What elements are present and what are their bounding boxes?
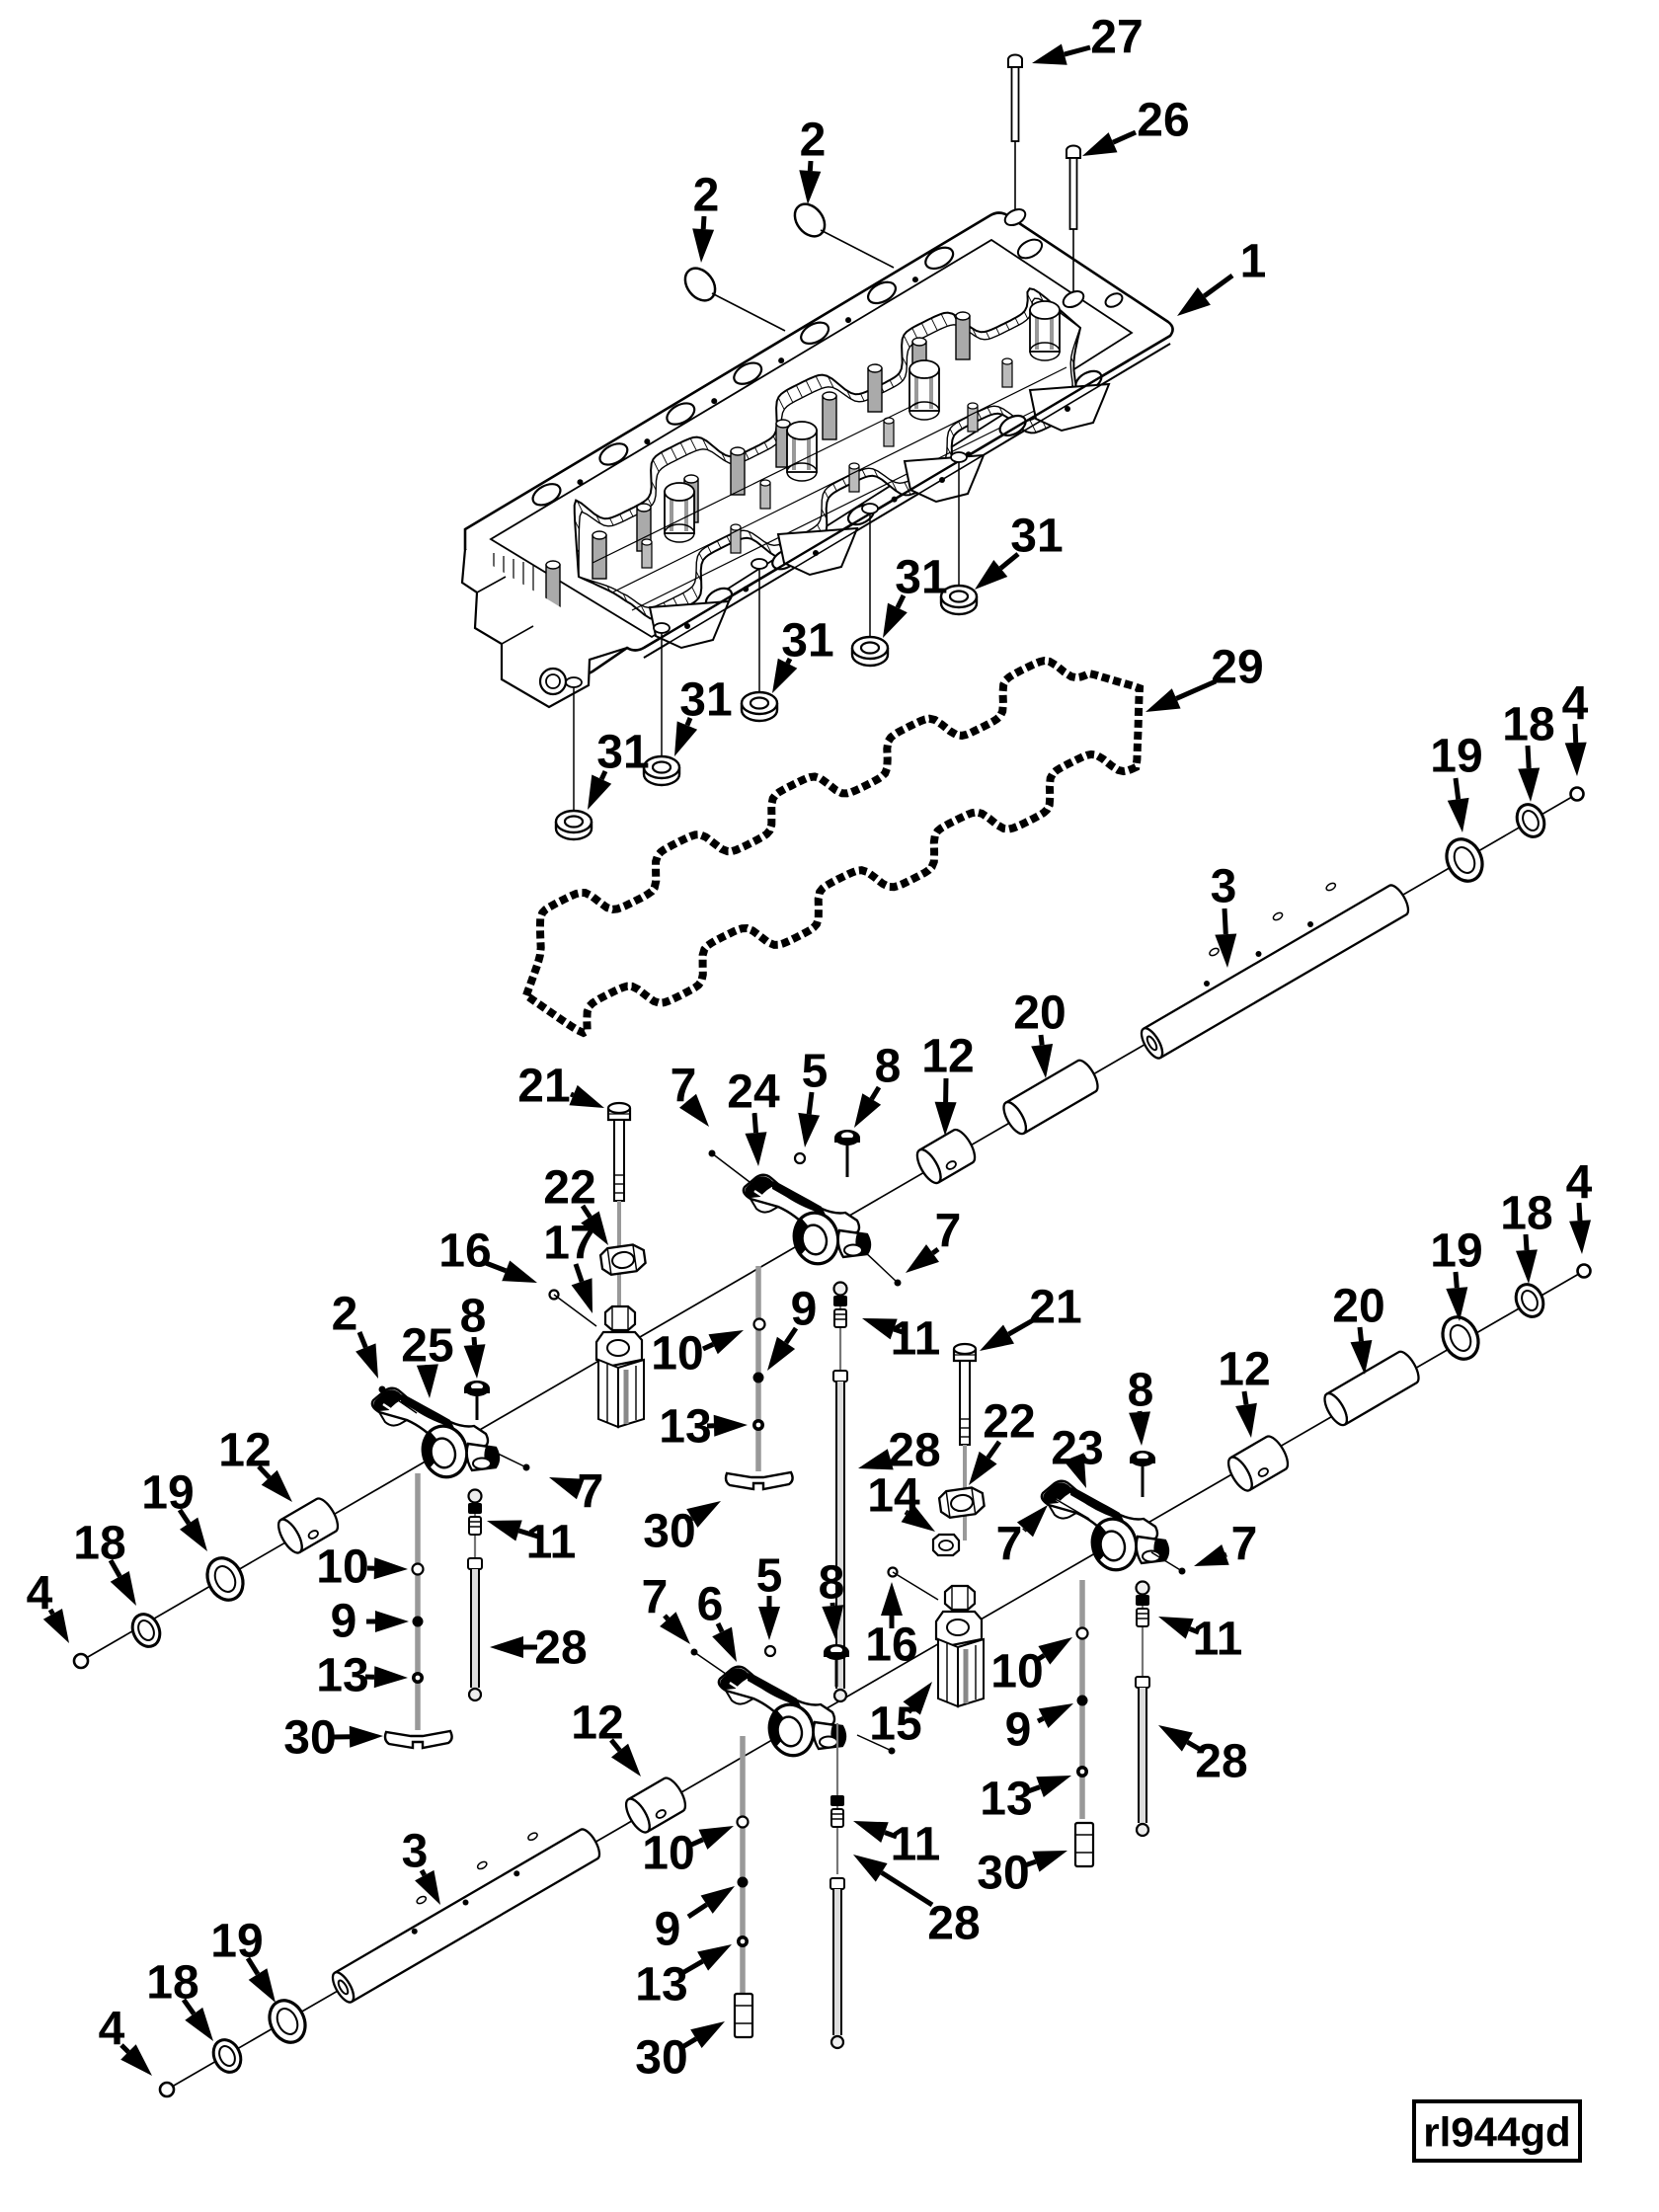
svg-text:9: 9 — [331, 1596, 357, 1648]
svg-text:4: 4 — [1562, 678, 1589, 731]
svg-text:10: 10 — [651, 1328, 703, 1381]
svg-text:31: 31 — [596, 727, 649, 779]
svg-text:18: 18 — [73, 1518, 125, 1570]
svg-text:22: 22 — [983, 1396, 1035, 1449]
svg-text:20: 20 — [1013, 988, 1066, 1040]
svg-text:10: 10 — [642, 1828, 694, 1880]
svg-text:7: 7 — [642, 1572, 669, 1624]
svg-text:7: 7 — [578, 1466, 604, 1519]
svg-text:9: 9 — [655, 1904, 681, 1956]
svg-text:11: 11 — [891, 1313, 941, 1366]
svg-text:21: 21 — [1029, 1282, 1081, 1334]
svg-text:12: 12 — [571, 1698, 623, 1750]
svg-text:12: 12 — [1218, 1344, 1270, 1396]
svg-text:24: 24 — [727, 1066, 780, 1119]
svg-text:16: 16 — [438, 1225, 491, 1278]
svg-text:11: 11 — [526, 1517, 577, 1569]
svg-text:13: 13 — [635, 1959, 687, 2012]
svg-text:30: 30 — [283, 1712, 336, 1765]
svg-text:28: 28 — [927, 1898, 980, 1950]
svg-text:3: 3 — [402, 1826, 429, 1878]
svg-text:10: 10 — [990, 1646, 1043, 1698]
svg-text:20: 20 — [1332, 1281, 1384, 1333]
svg-text:21: 21 — [517, 1061, 570, 1113]
svg-text:5: 5 — [756, 1550, 783, 1603]
svg-text:8: 8 — [1128, 1365, 1154, 1417]
svg-text:11: 11 — [891, 1819, 941, 1871]
svg-text:rl944gd: rl944gd — [1423, 2109, 1570, 2156]
svg-text:30: 30 — [635, 2032, 687, 2085]
svg-text:6: 6 — [697, 1579, 724, 1631]
svg-text:27: 27 — [1090, 12, 1143, 64]
svg-text:26: 26 — [1137, 95, 1189, 147]
svg-text:9: 9 — [1005, 1704, 1032, 1757]
svg-text:3: 3 — [1211, 861, 1237, 913]
svg-text:28: 28 — [888, 1425, 940, 1477]
svg-text:9: 9 — [791, 1284, 818, 1336]
svg-text:19: 19 — [1430, 1225, 1482, 1278]
svg-text:10: 10 — [316, 1541, 368, 1594]
svg-text:7: 7 — [935, 1206, 962, 1258]
svg-text:17: 17 — [543, 1218, 595, 1270]
svg-text:31: 31 — [1010, 511, 1063, 563]
svg-text:8: 8 — [875, 1041, 902, 1093]
svg-text:28: 28 — [1195, 1736, 1247, 1788]
svg-text:18: 18 — [1500, 1188, 1552, 1240]
svg-text:2: 2 — [693, 170, 720, 222]
svg-text:1: 1 — [1240, 236, 1267, 288]
svg-text:29: 29 — [1211, 642, 1263, 694]
svg-text:22: 22 — [543, 1162, 595, 1215]
svg-text:18: 18 — [146, 1957, 198, 2010]
svg-text:25: 25 — [401, 1320, 453, 1373]
svg-text:12: 12 — [921, 1031, 974, 1083]
svg-text:19: 19 — [1430, 731, 1482, 783]
svg-text:7: 7 — [1231, 1519, 1258, 1571]
svg-text:31: 31 — [781, 615, 833, 668]
svg-text:18: 18 — [1502, 699, 1554, 751]
svg-text:13: 13 — [659, 1401, 711, 1454]
svg-text:28: 28 — [534, 1622, 587, 1675]
svg-text:5: 5 — [802, 1046, 829, 1098]
svg-text:8: 8 — [819, 1557, 845, 1610]
svg-text:8: 8 — [460, 1291, 487, 1343]
svg-text:30: 30 — [643, 1506, 695, 1558]
svg-text:13: 13 — [980, 1774, 1032, 1826]
svg-text:4: 4 — [1566, 1157, 1593, 1210]
svg-text:7: 7 — [996, 1519, 1023, 1571]
svg-text:2: 2 — [800, 115, 827, 167]
svg-text:30: 30 — [977, 1848, 1029, 1900]
svg-text:11: 11 — [1193, 1614, 1243, 1666]
svg-text:13: 13 — [316, 1650, 368, 1702]
svg-text:19: 19 — [141, 1467, 194, 1520]
svg-text:31: 31 — [895, 552, 947, 604]
svg-text:19: 19 — [210, 1916, 263, 1968]
svg-text:2: 2 — [332, 1289, 358, 1341]
